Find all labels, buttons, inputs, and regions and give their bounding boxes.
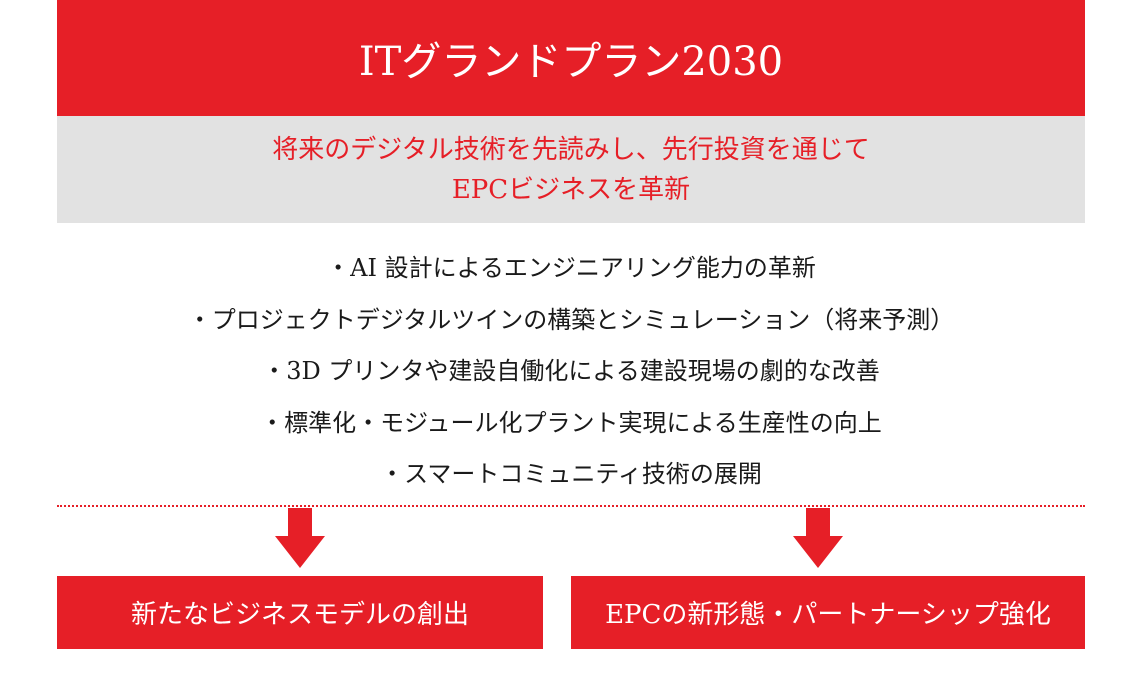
- vision-statement: 将来のデジタル技術を先読みし、先行投資を通じて EPCビジネスを革新: [57, 116, 1085, 223]
- initiative-item: ・標準化・モジュール化プラント実現による生産性の向上: [260, 408, 882, 437]
- outcome-label: 新たなビジネスモデルの創出: [130, 600, 469, 630]
- vision-line-1: 将来のデジタル技術を先読みし、先行投資を通じて: [272, 134, 870, 165]
- initiative-list: ・AI 設計によるエンジニアリング能力の革新 ・プロジェクトデジタルツインの構築…: [57, 243, 1085, 501]
- initiative-item: ・AI 設計によるエンジニアリング能力の革新: [326, 254, 816, 282]
- initiative-item: ・3D プリンタや建設自働化による建設現場の劇的な改善: [262, 357, 880, 385]
- page-title: ITグランドプラン2030: [358, 39, 784, 85]
- outcome-box-new-business: 新たなビジネスモデルの創出: [57, 576, 543, 649]
- down-arrow-icon: [275, 508, 325, 568]
- initiative-item: ・プロジェクトデジタルツインの構築とシミュレーション（将来予測）: [187, 305, 955, 334]
- dotted-divider: [57, 505, 1085, 507]
- outcome-label: EPCの新形態・パートナーシップ強化: [605, 600, 1051, 630]
- outcome-box-partnership: EPCの新形態・パートナーシップ強化: [571, 576, 1085, 649]
- initiative-item: ・スマートコミュニティ技術の展開: [380, 460, 762, 488]
- down-arrow-icon: [793, 508, 843, 568]
- title-banner: ITグランドプラン2030: [57, 0, 1085, 116]
- vision-line-2: EPCビジネスを革新: [451, 174, 691, 205]
